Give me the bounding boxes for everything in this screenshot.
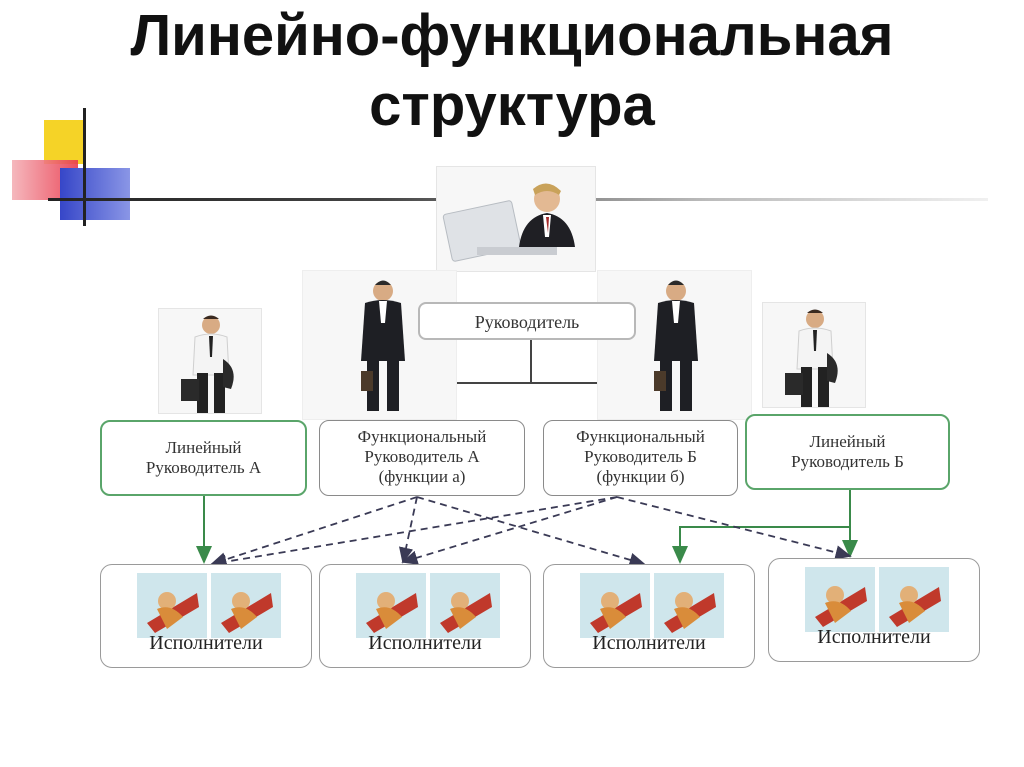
head-photo: [436, 166, 596, 272]
linear-b-photo: [762, 302, 866, 408]
linear-manager-b-box: Линейный Руководитель Б: [745, 414, 950, 490]
manager-at-laptop-icon: [442, 183, 575, 262]
functional-manager-a-box: Функциональный Руководитель А (функции а…: [319, 420, 525, 496]
page-title: Линейно-функциональная структура: [130, 3, 894, 138]
executor-icon: [654, 573, 724, 638]
executors-group-2: Исполнители: [319, 564, 531, 668]
functional-backdrop-right: [597, 270, 752, 420]
linear-manager-a-box: Линейный Руководитель А: [100, 420, 307, 496]
decor-yellow-square: [44, 120, 84, 164]
executor-icon: [879, 567, 949, 632]
businessman-icon: [361, 280, 405, 411]
executor-icon: [356, 573, 426, 638]
decor-vertical-line: [83, 108, 86, 226]
executor-icon: [580, 573, 650, 638]
young-manager-icon: [785, 309, 838, 407]
young-manager-icon: [181, 315, 234, 413]
executor-icon: [137, 573, 207, 638]
executors-group-3: Исполнители: [543, 564, 755, 668]
linear-a-photo: [158, 308, 262, 414]
executor-icon: [805, 567, 875, 632]
functional-backdrop-left: [302, 270, 457, 420]
businessman-icon: [654, 280, 698, 411]
executor-icon: [430, 573, 500, 638]
functional-manager-b-box: Функциональный Руководитель Б (функции б…: [543, 420, 738, 496]
executors-group-4: Исполнители: [768, 558, 980, 662]
head-manager-box: Руководитель: [418, 302, 636, 340]
executors-group-1: Исполнители: [100, 564, 312, 668]
decor-blue-square: [60, 168, 130, 220]
executor-icon: [211, 573, 281, 638]
